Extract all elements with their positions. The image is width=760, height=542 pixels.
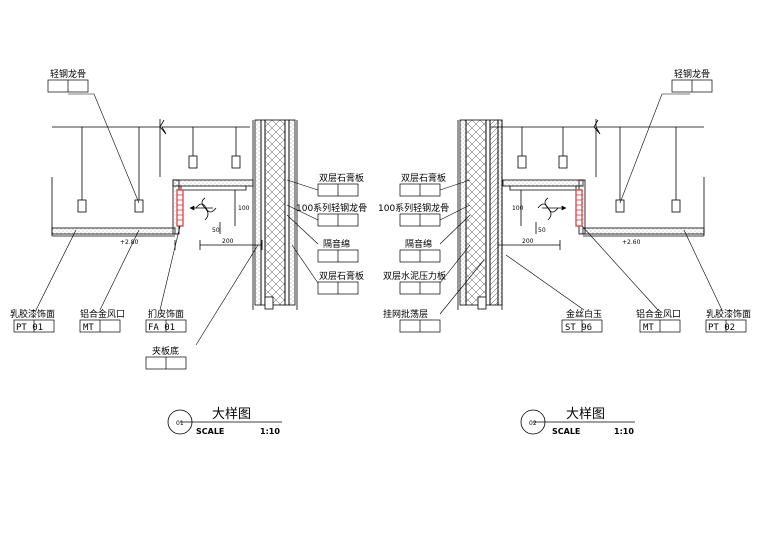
label-plywood-base: 夹板底 bbox=[152, 345, 179, 357]
code-wood-veneer: FA 01 bbox=[148, 323, 175, 333]
label-gold-jade: 金丝白玉 bbox=[566, 308, 602, 320]
level-mark: +2.80 bbox=[120, 239, 139, 246]
label-air-vent: 铝合金风口 bbox=[636, 308, 681, 320]
label-double-gypsum-2: 双层石膏板 bbox=[319, 270, 364, 282]
label-sound-insulation: 隔音绵 bbox=[405, 238, 432, 250]
dim-200: 200 bbox=[222, 238, 234, 245]
detail-02-text: 轻钢龙骨 双层石膏板 100系列轻钢龙骨 隔音绵 双层水泥压力板 挂网批荡层 金… bbox=[378, 68, 751, 436]
level-mark: +2.60 bbox=[622, 239, 641, 246]
detail-01-text: 轻钢龙骨 双层石膏板 100系列轻钢龙骨 隔音绵 双层石膏板 乳胶漆饰面 铝合金… bbox=[10, 68, 367, 436]
label-light-keel: 轻钢龙骨 bbox=[674, 68, 710, 80]
label-air-vent: 铝合金风口 bbox=[80, 308, 125, 320]
dim-50: 50 bbox=[538, 227, 546, 234]
label-latex-paint: 乳胶漆饰面 bbox=[10, 308, 55, 320]
detail-01-leaders bbox=[35, 93, 319, 346]
dim-200: 200 bbox=[522, 238, 534, 245]
label-cement-board: 双层水泥压力板 bbox=[383, 270, 446, 282]
code-latex-paint: PT 02 bbox=[708, 323, 735, 333]
dim-50: 50 bbox=[212, 227, 220, 234]
code-air-vent: MT bbox=[83, 323, 94, 333]
title-name: 大样图 bbox=[566, 407, 605, 422]
label-wood-veneer: 扪皮饰面 bbox=[148, 308, 184, 320]
detail-01 bbox=[51, 119, 298, 435]
label-keel-100: 100系列轻钢龙骨 bbox=[296, 202, 367, 214]
code-gold-jade: ST 96 bbox=[565, 323, 592, 333]
label-mesh-plaster: 挂网批荡层 bbox=[383, 308, 428, 320]
title-number: 02 bbox=[529, 420, 537, 427]
dim-100: 100 bbox=[512, 205, 524, 212]
scale-label: SCALE bbox=[196, 427, 224, 436]
detail-02-leaders bbox=[439, 93, 723, 315]
label-keel-100: 100系列轻钢龙骨 bbox=[378, 202, 449, 214]
label-light-keel: 轻钢龙骨 bbox=[50, 68, 86, 80]
dim-100: 100 bbox=[238, 205, 250, 212]
detail-01-label-boxes bbox=[13, 79, 359, 370]
label-latex-paint: 乳胶漆饰面 bbox=[706, 308, 751, 320]
scale-value: 1:10 bbox=[260, 427, 280, 436]
detail-02 bbox=[457, 119, 705, 435]
label-double-gypsum: 双层石膏板 bbox=[319, 172, 364, 184]
code-air-vent: MT bbox=[643, 323, 654, 333]
scale-label: SCALE bbox=[552, 427, 580, 436]
label-double-gypsum: 双层石膏板 bbox=[401, 172, 446, 184]
scale-value: 1:10 bbox=[614, 427, 634, 436]
code-latex-paint: PT 01 bbox=[16, 323, 43, 333]
detail-02-label-boxes bbox=[399, 79, 747, 333]
label-sound-insulation: 隔音绵 bbox=[323, 238, 350, 250]
title-name: 大样图 bbox=[212, 407, 251, 422]
title-number: 01 bbox=[176, 420, 184, 427]
